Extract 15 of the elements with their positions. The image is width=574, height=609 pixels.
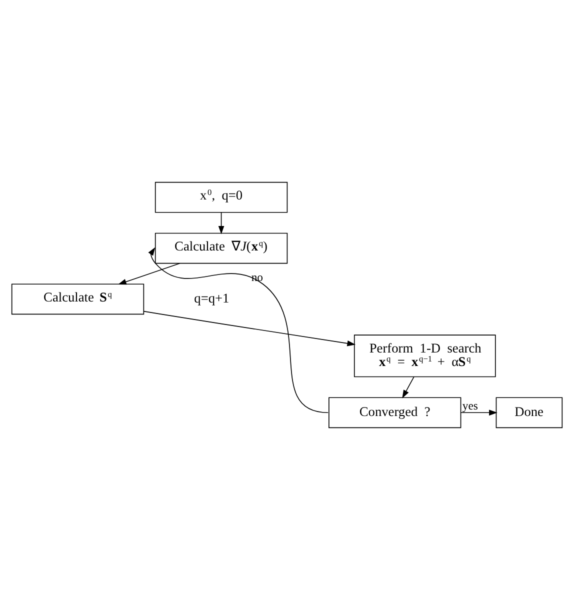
arrow	[402, 376, 414, 398]
label: q=q+1	[194, 290, 230, 305]
node-box: Calculate ∇J(x$^{q}$)	[154, 232, 288, 264]
arrow	[218, 212, 224, 234]
node-box: Perform 1-D search x$^{q}$ = x$^{q−1}$ + αS$^{q}$	[354, 334, 496, 377]
node-box: Converged ?	[328, 396, 462, 428]
edge-label: no	[251, 270, 263, 284]
node-box: x$^{0}$, q=0	[154, 181, 288, 212]
node-box: Done	[496, 396, 563, 428]
arrow	[460, 409, 498, 416]
arrow	[118, 262, 180, 284]
edge-label: yes	[462, 398, 478, 412]
node-box: Calculate S$^{q}$	[11, 283, 144, 314]
arrow	[143, 310, 356, 346]
arrow	[148, 246, 329, 413]
